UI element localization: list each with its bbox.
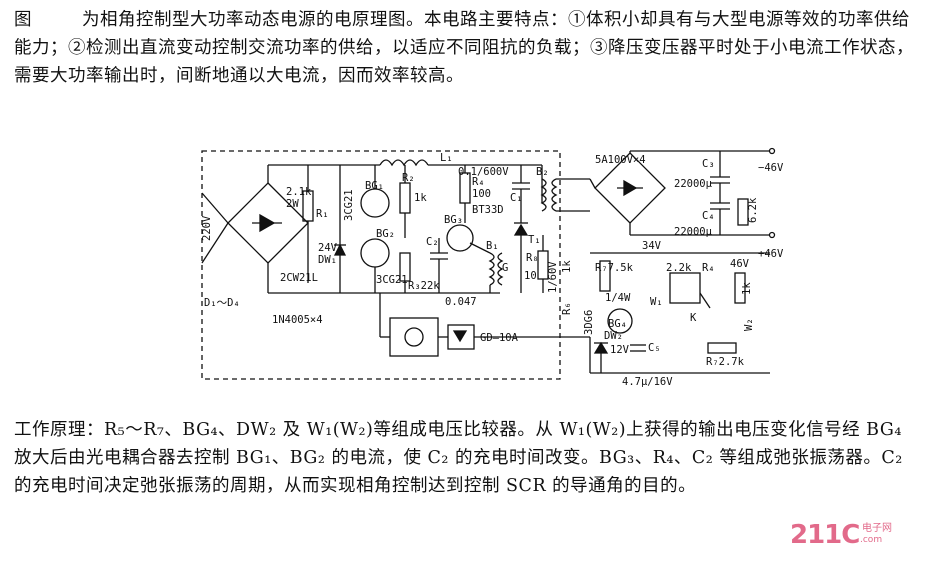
bg1-label: BG₁	[365, 180, 384, 192]
r62k-label: 6.2k	[747, 197, 759, 223]
l1-label: L₁	[440, 152, 453, 164]
r2-value-label: 1k	[414, 192, 427, 204]
principle-paragraph: 工作原理：R₅～R₇、BG₄、DW₂ 及 W₁(W₂)等组成电压比较器。从 W₁…	[14, 420, 903, 496]
bridge-type-label: 1N4005×4	[272, 314, 323, 326]
dw1-type-label: 2CW21L	[280, 272, 318, 284]
bg1-type-label: 3CG21	[343, 189, 355, 221]
bg2-type-label: 3CG21	[376, 274, 408, 286]
r1-label: R₁	[316, 208, 329, 220]
ac-input-label: 220V	[201, 215, 213, 241]
dw1-label: DW₁	[318, 254, 337, 266]
r4-label: R₄	[472, 176, 485, 188]
r2-label: R₂	[402, 172, 415, 184]
w1-label: W₁	[650, 296, 663, 308]
intro-text: 为相角控制型大功率动态电源的电原理图。本电路主要特点：①体积小却具有与大型电源等…	[14, 10, 914, 86]
v34-label: 34V	[642, 240, 662, 252]
c5-label: C₅	[648, 342, 661, 354]
bg4-type-label: 3DG6	[583, 310, 595, 335]
bg3-type-label: BT33D	[472, 204, 504, 216]
bridge-label: D₁～D₄	[204, 297, 240, 309]
c2-value-label: 0.047	[445, 296, 477, 308]
watermark-main: 211C	[790, 520, 860, 550]
c1-label: C₁	[510, 192, 523, 204]
watermark-logo: 211C 电子网 .com	[790, 516, 920, 556]
dw2-voltage-label: 12V	[610, 344, 630, 356]
r1-res-label: 2.1k	[286, 186, 312, 198]
c3-value-label: 22000μ	[674, 178, 713, 190]
r4b-label: R₄	[702, 262, 715, 274]
r1-value-label: 2W	[286, 198, 299, 210]
bg3-label: BG₃	[444, 214, 463, 226]
gate-label: G	[502, 262, 508, 274]
figure-label: 图	[14, 10, 32, 30]
r27-label: R₇2.7k	[706, 356, 745, 368]
r22k-label: 2.2k	[666, 262, 692, 274]
r3-label: R₃22k	[408, 280, 440, 292]
r8-label: R₈	[526, 252, 539, 264]
r7-label: R₇7.5k	[595, 262, 634, 274]
watermark-sub: 电子网	[862, 523, 892, 534]
b1-label: B₁	[486, 240, 499, 252]
intro-paragraph: 图为相角控制型大功率动态电源的电原理图。本电路主要特点：①体积小却具有与大型电源…	[14, 6, 918, 90]
r6-value-label: 1k	[561, 260, 573, 273]
bridge2-label: 5A100V×4	[595, 154, 646, 166]
bg4-label: BG₄	[608, 318, 627, 330]
r8-value-label: 10	[524, 270, 537, 282]
c3-label: C₃	[702, 158, 715, 170]
c2-label: C₂	[426, 236, 439, 248]
b2-label: B₂	[536, 166, 549, 178]
circuit-diagram: 220V D₁～D₄ 1N4005×4 2.1k 2W R₁ L₁ 3CG21 …	[201, 147, 784, 388]
v46-label: 46V	[730, 258, 750, 270]
watermark-domain: .com	[860, 535, 883, 545]
dw2-label: DW₂	[604, 330, 623, 342]
switch-k-label: K	[690, 312, 697, 324]
r4-value-label: 100	[472, 188, 491, 200]
r1k-label: 1k	[741, 282, 753, 295]
dw1-voltage-label: 24V	[318, 242, 338, 254]
scr-label: 1/60V	[547, 261, 559, 293]
positive-rail-label: +46V	[758, 248, 784, 260]
negative-rail-label: −46V	[758, 162, 784, 174]
c1-voltage-label: 0.1/600V	[458, 166, 509, 178]
r6-label: R₆	[561, 302, 573, 315]
t1-label: T₁	[528, 234, 541, 246]
c4-label: C₄	[702, 210, 715, 222]
w2-label: W₂	[743, 318, 755, 331]
c4-value-label: 22000μ	[674, 226, 713, 238]
c5-value-label: 4.7μ/16V	[622, 376, 673, 388]
r7-power-label: 1/4W	[605, 292, 631, 304]
bg2-label: BG₂	[376, 228, 395, 240]
optocoupler-label: GD—10A	[480, 332, 519, 344]
